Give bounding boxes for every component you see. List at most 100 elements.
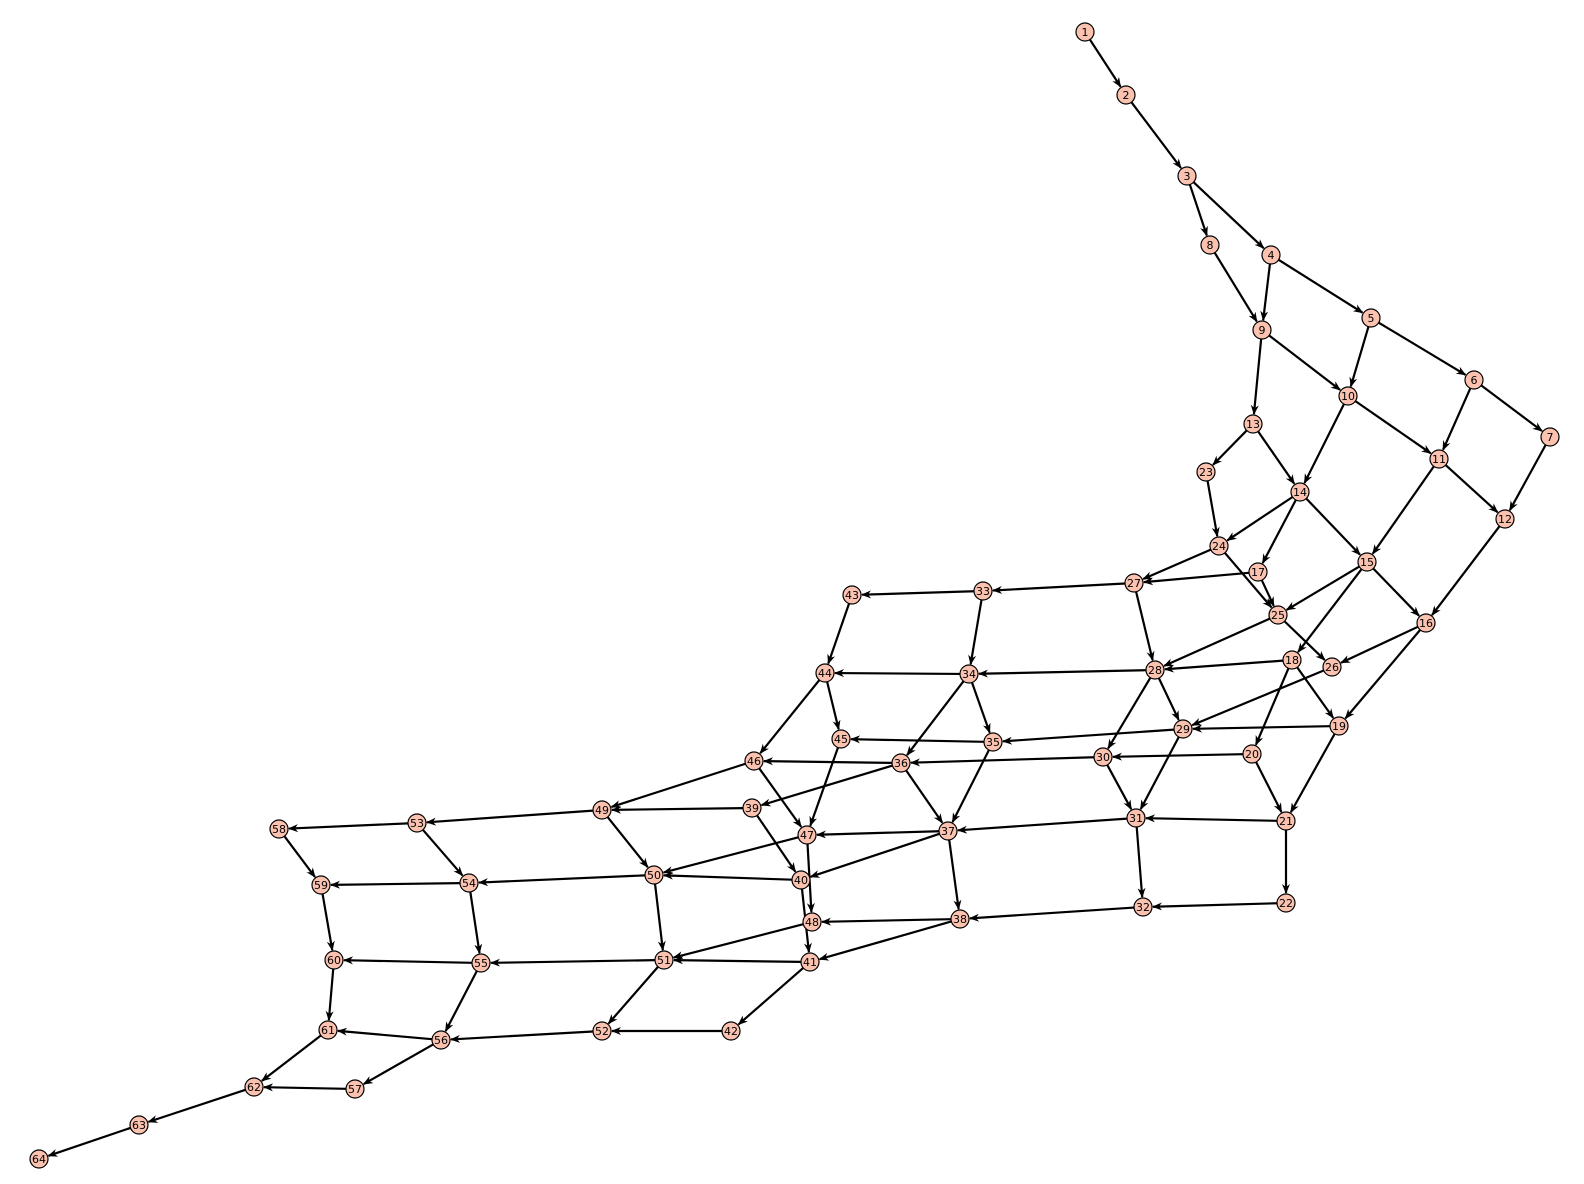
edge-26-29 [1191,669,1325,727]
node-label: 9 [1259,324,1266,337]
node-circle [1243,414,1263,434]
node-6: 6 [1464,370,1484,390]
edge-49-50 [606,816,649,868]
edge-44-45 [826,681,841,731]
node-circle [973,581,993,601]
edge-11-12 [1444,464,1499,514]
node-37: 37 [938,821,958,841]
node-circle [1261,245,1281,265]
edge-14-24 [1226,496,1294,542]
node-46: 46 [744,751,764,771]
edge-18-28 [1163,659,1284,673]
node-label: 2 [1123,89,1130,102]
node-13: 13 [1243,414,1263,434]
node-53: 53 [407,813,427,833]
edge-18-20 [1254,667,1290,746]
edge-38-41 [818,920,952,961]
node-36: 36 [891,753,911,773]
node-label: 60 [327,954,341,967]
edge-25-26 [1283,620,1326,661]
node-circle [592,800,612,820]
edge-14-17 [1261,499,1297,565]
node-label: 28 [1148,664,1162,677]
node-label: 8 [1207,239,1214,252]
node-54: 54 [459,873,479,893]
node-label: 18 [1285,654,1299,667]
node-38: 38 [950,909,970,929]
node-51: 51 [654,950,674,970]
node-label: 13 [1246,418,1260,431]
edge-34-36 [906,680,965,756]
node-4: 4 [1261,245,1281,265]
edge-49-53 [425,809,594,826]
edge-5-10 [1349,326,1370,388]
node-label: 32 [1136,901,1150,914]
node-50: 50 [644,865,664,885]
node-24: 24 [1209,536,1229,556]
node-circle [318,1020,338,1040]
edge-15-18 [1297,568,1363,653]
node-48: 48 [802,912,822,932]
node-label: 31 [1129,812,1143,825]
edge-54-55 [469,891,483,955]
edge-10-14 [1303,403,1345,484]
node-60: 60 [324,950,344,970]
node-circle [311,875,331,895]
edge-32-38 [968,906,1135,922]
node-label: 27 [1127,577,1141,590]
node-label: 17 [1251,566,1265,579]
node-label: 49 [595,804,609,817]
edge-3-8 [1188,184,1208,237]
node-label: 10 [1341,390,1355,403]
edge-30-31 [1106,764,1133,811]
node-33: 33 [973,581,993,601]
node-circle [1276,893,1296,913]
node-circle [744,751,764,771]
edge-28-30 [1107,677,1152,750]
node-circle [1124,573,1144,593]
node-circle [345,1079,365,1099]
node-label: 11 [1432,453,1446,466]
edge-4-5 [1278,258,1364,314]
node-label: 58 [272,823,286,836]
node-circle [1177,166,1197,186]
edge-45-47 [809,747,840,827]
node-52: 52 [592,1021,612,1041]
node-label: 64 [32,1153,46,1166]
node-label: 45 [834,733,848,746]
node-label: 59 [314,879,328,892]
node-49: 49 [592,800,612,820]
node-label: 55 [474,957,488,970]
node-10: 10 [1338,386,1358,406]
edge-27-33 [991,582,1126,594]
edge-8-9 [1213,252,1258,323]
nodes-layer: 1234567891011121314151617181920212223242… [29,22,1560,1169]
node-label: 3 [1184,170,1191,183]
node-31: 31 [1126,808,1146,828]
edge-5-6 [1378,321,1467,376]
node-circle [1248,562,1268,582]
node-circle [471,953,491,973]
node-label: 36 [894,757,908,770]
node-label: 20 [1245,748,1259,761]
node-circle [1276,811,1296,831]
node-circle [1196,462,1216,482]
node-circle [1540,427,1560,447]
node-label: 63 [132,1119,146,1132]
node-2: 2 [1116,85,1136,105]
edge-21-31 [1144,814,1278,823]
node-label: 38 [953,913,967,926]
node-label: 23 [1199,466,1213,479]
edge-41-42 [737,967,804,1026]
edge-44-46 [759,679,821,754]
node-circle [1338,386,1358,406]
node-label: 44 [818,667,832,680]
edge-4-9 [1260,263,1272,322]
edge-2-3 [1130,101,1182,169]
node-label: 52 [595,1025,609,1038]
node-44: 44 [815,663,835,683]
node-45: 45 [831,729,851,749]
edge-20-21 [1255,761,1283,813]
edge-31-37 [956,817,1128,834]
edge-36-39 [760,764,893,807]
